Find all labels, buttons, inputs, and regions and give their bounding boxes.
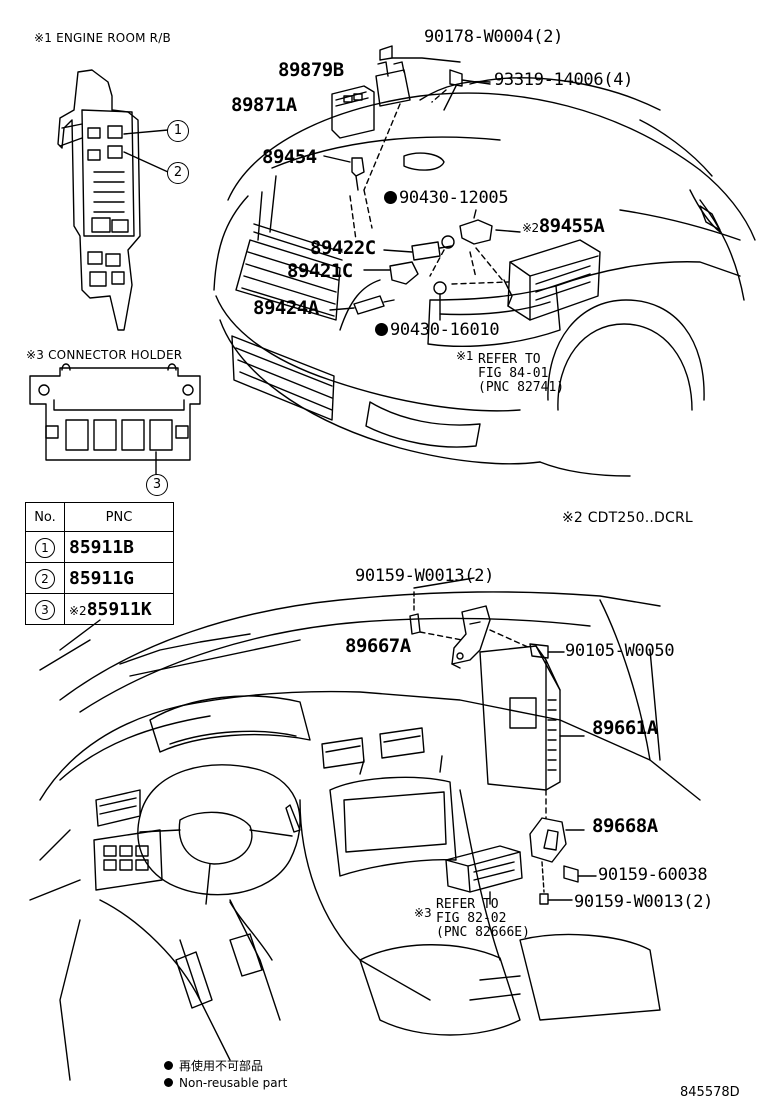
part-89879b: 89879B [278, 59, 344, 81]
part-89871a: 89871A [231, 94, 297, 116]
row-pnc: ※285911K [64, 593, 174, 625]
callout-1: 1 [167, 120, 189, 142]
ref-fig-84-01: REFER TO FIG 84-01 (PNC 82741) [478, 352, 565, 395]
header-pnc: PNC [64, 502, 174, 532]
part-89454: 89454 [262, 146, 317, 168]
dashboard-interior-view [29, 591, 701, 1081]
table-row: 3 ※285911K [25, 593, 174, 625]
pnc-table-header: No. PNC [25, 502, 174, 532]
part-90159-60038: 90159-60038 [598, 865, 708, 885]
part-90430-12005: 90430-12005 [384, 190, 509, 207]
ref-fig-82-02: REFER TO FIG 82-02 (PNC 82666E) [436, 897, 530, 940]
figure-id: 845578D [680, 1085, 740, 1100]
part-89667a: 89667A [345, 635, 411, 657]
non-reusable-dot-icon [164, 1061, 173, 1070]
part-90178-w0004: 90178-W0004(2) [424, 27, 564, 47]
part-90105-w0050: 90105-W0050 [565, 641, 675, 661]
part-89424a: 89424A [253, 297, 319, 319]
row-pnc: 85911G [64, 562, 174, 594]
row-number: 3 [35, 599, 55, 620]
legend-non-reusable-jp: 再使用不可部品 [164, 1060, 263, 1072]
row-number: 2 [35, 568, 55, 589]
part-89455a: ※289455A [522, 215, 605, 237]
pnc-table: No. PNC 1 85911B 2 85911G 3 ※285911K [25, 502, 174, 625]
table-row: 2 85911G [25, 562, 174, 594]
engine-bay-parts [323, 45, 601, 321]
ref-fig-82-02-mark: ※3 [414, 906, 432, 920]
non-reusable-dot-icon [375, 323, 388, 336]
part-89422c: 89422C [310, 237, 376, 259]
legend-non-reusable-en: Non-reusable part [164, 1077, 287, 1089]
part-90159-w0013-bottom: 90159-W0013(2) [574, 892, 714, 912]
table-row: 1 85911B [25, 531, 174, 563]
part-90430-16010: 90430-16010 [375, 322, 500, 339]
part-89661a: 89661A [592, 717, 658, 739]
part-89421c: 89421C [287, 260, 353, 282]
ecu-and-brackets [409, 577, 597, 905]
section-title-connector-holder: ※3 CONNECTOR HOLDER [26, 348, 183, 362]
connector-holder [29, 363, 201, 475]
row-pnc: 85911B [64, 531, 174, 563]
callout-2: 2 [167, 162, 189, 184]
part-90159-w0013-top: 90159-W0013(2) [355, 566, 495, 586]
row-number: 1 [35, 537, 55, 558]
part-89668a: 89668A [592, 815, 658, 837]
ref-fig-84-01-mark: ※1 [456, 349, 474, 363]
non-reusable-dot-icon [164, 1078, 173, 1087]
section-title-engine-room: ※1 ENGINE ROOM R/B [34, 31, 171, 45]
header-no: No. [25, 502, 65, 532]
part-93319-14006: 93319-14006(4) [494, 70, 634, 90]
section-note-cdt250: ※2 CDT250..DCRL [562, 510, 693, 526]
non-reusable-dot-icon [384, 191, 397, 204]
engine-room-relay-block [57, 69, 169, 331]
callout-3: 3 [146, 474, 168, 496]
car-front-view [213, 77, 756, 477]
